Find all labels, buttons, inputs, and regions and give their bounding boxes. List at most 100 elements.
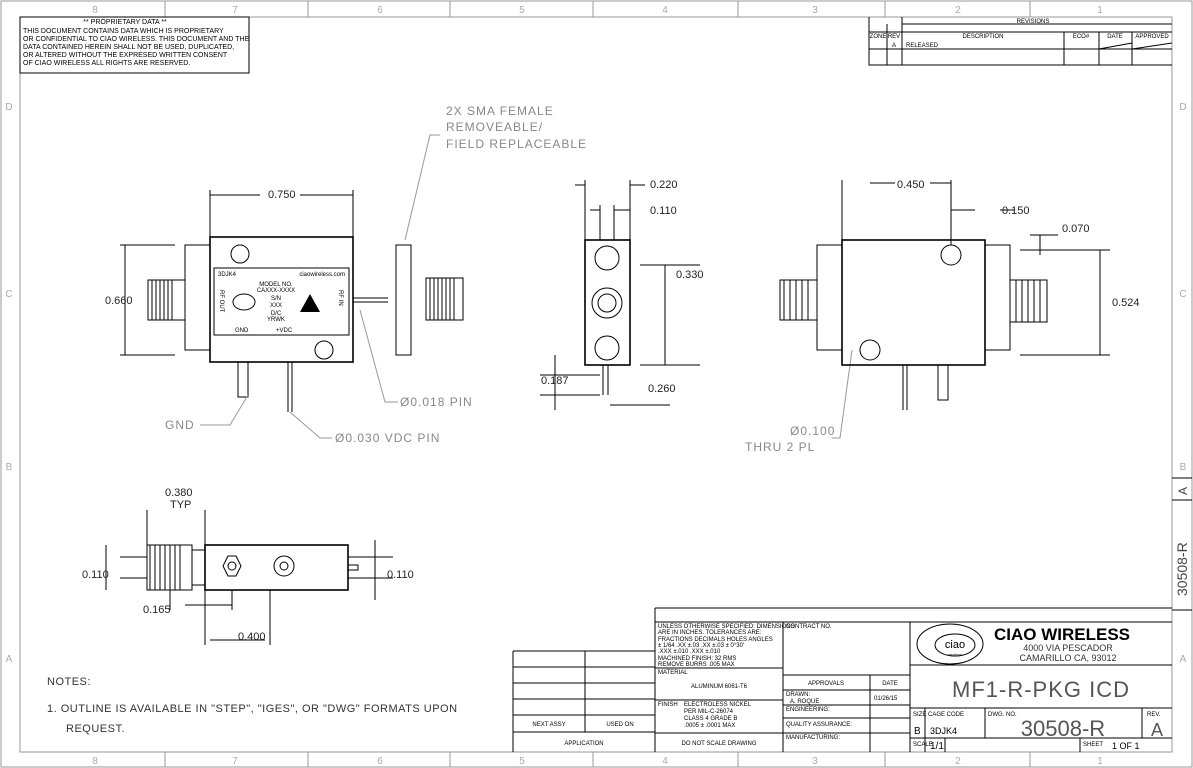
date-label: DATE (882, 681, 898, 687)
dim-bottom-165: 0.165 (143, 604, 171, 616)
drawn-label: DRAWN: (786, 692, 810, 698)
zone-row: B (6, 462, 13, 473)
callout-hole: THRU 2 PL (745, 440, 815, 454)
label-sn: S/N (271, 296, 281, 302)
notes-title: NOTES: (47, 676, 91, 688)
dim-bottom-380: 0.380 (165, 487, 193, 499)
zone-col: 2 (955, 756, 961, 767)
company-logo: ciao wireless (916, 623, 984, 665)
label-gnd: GND (235, 328, 249, 334)
tolerance-line: MACHINED FINISH: 32 RMS (658, 656, 736, 662)
dim-side-260: 0.260 (648, 383, 676, 395)
engineering-label: ENGINEERING: (786, 707, 830, 713)
zone-row: A (1180, 654, 1187, 665)
rev-header: DATE (1107, 34, 1123, 40)
company-address-1: 4000 VIA PESCADOR (1023, 643, 1113, 653)
zone-row: A (6, 654, 13, 665)
scale-value: 1/1 (930, 741, 944, 752)
next-assy-label: NEXT ASSY (532, 722, 565, 728)
side-stamp: 30508-R A (1172, 477, 1192, 611)
zone-col: 5 (519, 756, 525, 767)
label-rf-in: RF IN (337, 290, 343, 306)
proprietary-line: OR CONFIDENTIAL TO CIAO WIRELESS. THIS D… (23, 36, 250, 43)
zone-row: D (1179, 102, 1186, 113)
material-value: ALUMINUM 6061-T6 (691, 684, 748, 690)
notes: NOTES: 1. OUTLINE IS AVAILABLE IN "STEP"… (47, 676, 458, 735)
proprietary-line: OF CIAO WIRELESS ALL RIGHTS ARE RESERVED… (23, 60, 190, 67)
label-dc: D/C (271, 311, 282, 317)
dim-front-width: 0.750 (268, 189, 296, 201)
callout-pin-018: Ø0.018 PIN (400, 395, 473, 409)
inner-border (19, 16, 1173, 753)
side-dwg-number: 30508-R (1174, 542, 1190, 596)
dim-rear-450: 0.450 (897, 179, 925, 191)
label-model: MODEL NO. (259, 282, 293, 288)
drawing-title: MF1-R-PKG ICD (952, 677, 1130, 702)
note-item: REQUEST. (66, 723, 125, 735)
label-web: ciaowireless.com (299, 272, 345, 278)
label-rf-out: RF OUT (218, 290, 224, 313)
proprietary-line: OR ALTERED WITHOUT THE EXPRESED WRITTEN … (23, 52, 228, 59)
dim-bottom-110-right: 0.110 (387, 569, 414, 581)
zone-col: 8 (92, 756, 98, 767)
dim-rear-070: 0.070 (1062, 223, 1090, 235)
sheet-label: SHEET (1083, 742, 1103, 748)
zone-col: 4 (662, 5, 668, 16)
zone-col: 1 (1097, 756, 1103, 767)
zone-col: 6 (377, 5, 383, 16)
dim-front-height: 0.660 (105, 295, 133, 307)
rev-value: A (1151, 720, 1163, 740)
tolerance-line: REMOVE BURRS .005 MAX (658, 662, 735, 668)
rev-label: REV. (1147, 712, 1161, 718)
zone-col: 3 (812, 756, 818, 767)
label-sn-value: XXX (270, 303, 282, 309)
label-code: 3DJK4 (218, 272, 237, 278)
label-dc-value: YRWK (267, 317, 285, 323)
revisions-title: REVISIONS (1017, 19, 1050, 25)
company-name: CIAO WIRELESS (994, 625, 1130, 644)
dim-side-330: 0.330 (676, 269, 704, 281)
label-model-value: CAXXX-XXXX (257, 288, 295, 294)
proprietary-line: THIS DOCUMENT CONTAINS DATA WHICH IS PRO… (23, 28, 224, 35)
note-item: 1. OUTLINE IS AVAILABLE IN "STEP", "IGES… (47, 703, 458, 715)
proprietary-title: ** PROPRIETARY DATA ** (83, 19, 167, 26)
do-not-scale: DO NOT SCALE DRAWING (681, 741, 756, 747)
tolerance-line: UNLESS OTHERWISE SPECIFIED: DIMENSIONS (658, 624, 795, 630)
dim-side-187: 0.187 (541, 375, 569, 387)
bottom-view: 0.380 TYP 0.110 0.110 0.165 0.400 (82, 487, 414, 645)
finish-line: .0005 ± .0001 MAX (684, 723, 735, 729)
dwg-number: 30508-R (1021, 716, 1105, 741)
approvals-label: APPROVALS (808, 681, 844, 687)
cage-value: 3DJK4 (930, 726, 957, 736)
callout-sma: REMOVEABLE/ (446, 120, 543, 134)
side-rev: A (1176, 487, 1190, 495)
front-view: 3DJK4 ciaowireless.com MODEL NO. CAXXX-X… (105, 189, 464, 412)
proprietary-line: DATA CONTAINED HEREIN SHALL NOT BE USED,… (23, 44, 234, 51)
finish-label: FINISH (658, 702, 678, 708)
zone-col: 6 (377, 756, 383, 767)
logo-icon (232, 293, 256, 311)
dim-side-110: 0.110 (650, 205, 677, 217)
company-address-2: CAMARILLO CA, 93012 (1019, 653, 1116, 663)
tolerance-line: FRACTIONS DECIMALS HOLES ANGLES (658, 637, 773, 643)
application-label: APPLICATION (564, 741, 603, 747)
label-vdc: +VDC (276, 328, 293, 334)
tolerance-line: .XXX ±.010 .XXX ±.010 (658, 649, 721, 655)
rev-header: ECO# (1073, 34, 1090, 40)
callout-sma: 2X SMA FEMALE (446, 104, 554, 118)
rear-view: 0.450 0.150 0.070 0.524 (779, 179, 1140, 410)
revisions-table: REVISIONS ZONE REV DESCRIPTION ECO# DATE… (868, 17, 1173, 66)
rev-header: APPROVED (1135, 34, 1169, 40)
dim-rear-524: 0.524 (1112, 297, 1140, 309)
zone-row: B (1180, 462, 1187, 473)
rev-header: DESCRIPTION (962, 34, 1003, 40)
zone-col: 8 (92, 5, 98, 16)
cage-label: CAGE CODE (928, 712, 964, 718)
proprietary-notice: ** PROPRIETARY DATA ** THIS DOCUMENT CON… (19, 16, 250, 74)
dim-side-220: 0.220 (650, 179, 678, 191)
title-block: UNLESS OTHERWISE SPECIFIED: DIMENSIONS A… (512, 607, 1172, 752)
dim-bottom-typ: TYP (170, 499, 191, 511)
rev-header: ZONE (870, 34, 887, 40)
